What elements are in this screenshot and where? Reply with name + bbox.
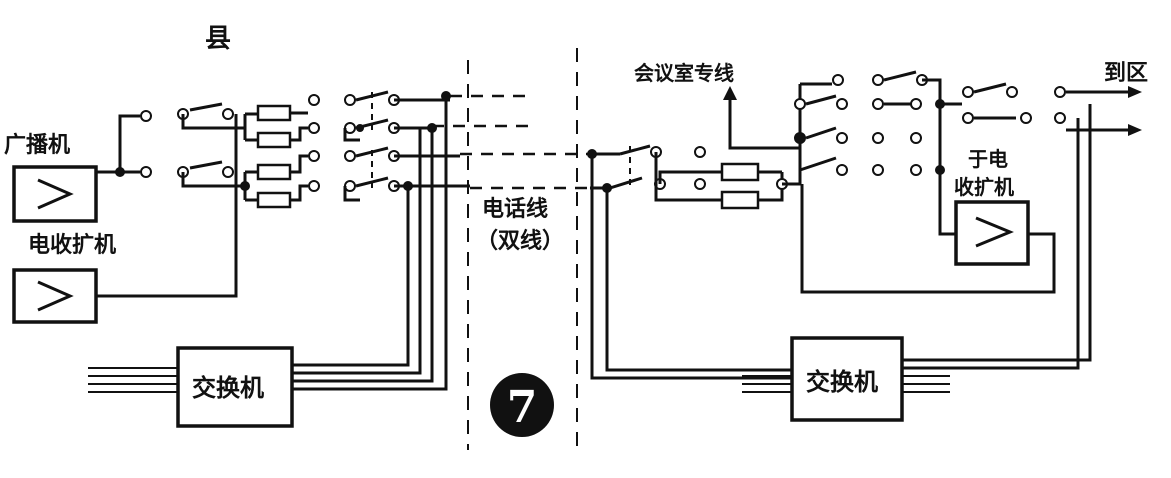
contact-grid-left: [290, 90, 400, 202]
county-label: 县: [205, 24, 231, 54]
broadcaster-unit: [12, 165, 98, 223]
switchboard-left-label: 交换机: [192, 374, 264, 402]
to-district-label: 到区: [1104, 61, 1148, 86]
resistor: [256, 131, 292, 149]
switchboard-right: 交换机: [790, 336, 904, 422]
meeting-line-wire: [728, 92, 800, 150]
broadcaster-label: 广播机: [4, 132, 70, 158]
amplifier-icon: [37, 178, 74, 210]
switchboard-left: 交换机: [176, 346, 294, 428]
amplifier-icon: [37, 280, 74, 312]
arrow-icon: [1128, 86, 1142, 98]
phone-line-label: 电话线: [482, 196, 548, 222]
radio-amp-left-unit: [12, 268, 98, 324]
meeting-line-label: 会议室专线: [634, 61, 734, 85]
resistor: [256, 104, 292, 122]
resistor: [720, 162, 760, 182]
page-badge-number: 7: [507, 382, 538, 433]
resistor: [720, 190, 760, 210]
arrow-icon: [723, 86, 737, 100]
resistor: [256, 191, 292, 209]
arrow-icon: [1128, 124, 1142, 136]
radio-amp-right-label-1: 于电: [968, 147, 1008, 171]
radio-amp-right-unit: [954, 200, 1030, 266]
switchboard-right-label: 交换机: [806, 368, 878, 396]
radio-amp-left-label: 电收扩机: [28, 232, 116, 258]
radio-amp-right-label-2: 收扩机: [954, 175, 1014, 199]
resistor: [256, 163, 292, 181]
page-badge: 7: [490, 373, 554, 437]
amplifier-icon: [975, 216, 1014, 248]
phone-line-note: （双线）: [476, 228, 564, 254]
